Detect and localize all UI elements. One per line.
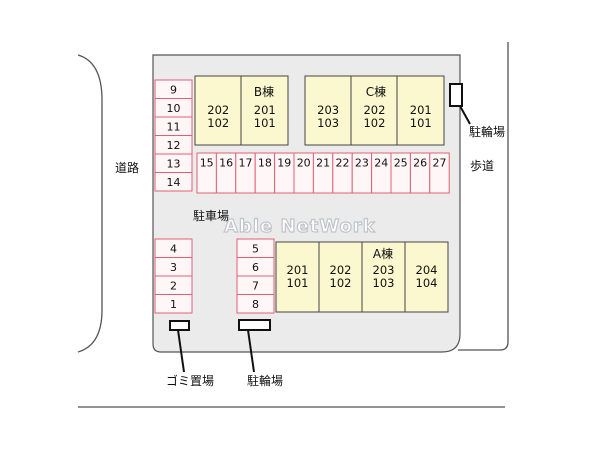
svg-text:9: 9 [170, 83, 177, 96]
parking-slot-18: 18 [254, 152, 276, 194]
svg-text:8: 8 [252, 298, 259, 311]
svg-text:1: 1 [170, 298, 177, 311]
svg-text:25: 25 [394, 157, 408, 170]
svg-text:16: 16 [219, 157, 233, 170]
parking-label: 駐車場 [193, 208, 229, 223]
garbage-label: ゴミ置場 [166, 373, 214, 388]
svg-text:27: 27 [433, 157, 447, 170]
bike-parking-bottom-leader [247, 329, 255, 373]
parking-slot-4: 4 [154, 238, 193, 258]
building-a-label: A棟 [373, 246, 393, 261]
parking-slots-mid-bottom: 5 6 7 8 [236, 238, 275, 314]
svg-text:14: 14 [167, 176, 181, 189]
building-b-unit-102: 102 [207, 116, 229, 130]
road-label: 道路 [115, 160, 139, 175]
parking-slot-6: 6 [236, 257, 275, 277]
garbage-leader [177, 329, 185, 373]
svg-text:7: 7 [252, 279, 259, 292]
building-a-unit-201: 201 [287, 263, 309, 277]
svg-text:6: 6 [252, 261, 259, 274]
building-c-label: C棟 [366, 84, 386, 99]
parking-slot-22: 22 [332, 152, 353, 194]
building-a-unit-202: 202 [330, 263, 352, 277]
svg-text:10: 10 [167, 102, 181, 115]
building-b-unit-201: 201 [254, 103, 276, 117]
svg-text:26: 26 [413, 157, 427, 170]
svg-text:18: 18 [258, 157, 272, 170]
parking-slots-row: 15 16 17 18 19 20 21 22 23 24 25 26 27 [196, 152, 450, 194]
parking-slot-2: 2 [154, 275, 193, 295]
parking-slot-24: 24 [371, 152, 392, 194]
svg-text:4: 4 [170, 242, 177, 255]
parking-slots-left-top: 9 10 11 12 13 14 [154, 79, 193, 192]
svg-text:17: 17 [239, 157, 253, 170]
parking-slot-8: 8 [236, 294, 275, 314]
parking-slot-9: 9 [154, 79, 193, 99]
parking-slot-7: 7 [236, 275, 275, 295]
building-b-unit-202: 202 [207, 103, 229, 117]
parking-slot-5: 5 [236, 238, 275, 258]
parking-slot-15: 15 [196, 152, 217, 194]
svg-text:13: 13 [167, 157, 181, 170]
building-a-unit-204: 204 [416, 263, 438, 277]
parking-slot-27: 27 [429, 152, 450, 194]
parking-slot-12: 12 [154, 135, 193, 155]
svg-text:3: 3 [170, 261, 177, 274]
svg-text:23: 23 [355, 157, 369, 170]
bike-parking-right-label: 駐輪場 [469, 124, 505, 139]
building-b-label: B棟 [254, 84, 274, 99]
building-a-unit-104: 104 [416, 276, 438, 290]
building-c-unit-102: 102 [363, 116, 385, 130]
parking-slot-10: 10 [154, 98, 193, 118]
parking-slot-23: 23 [351, 152, 373, 194]
parking-slot-11: 11 [154, 116, 193, 136]
parking-slot-17: 17 [235, 152, 256, 194]
svg-text:22: 22 [336, 157, 350, 170]
bike-parking-right-leader [459, 105, 471, 125]
svg-text:12: 12 [167, 139, 181, 152]
parking-slot-25: 25 [390, 152, 411, 194]
sidewalk-label: 歩道 [470, 158, 494, 173]
parking-slot-14: 14 [154, 172, 193, 192]
building-a-unit-101: 101 [287, 276, 309, 290]
road-left-boundary [77, 54, 103, 353]
building-c-unit-101: 101 [410, 116, 432, 130]
svg-text:15: 15 [200, 157, 214, 170]
parking-slots-left-bottom: 4 3 2 1 [154, 238, 193, 314]
svg-text:11: 11 [167, 120, 181, 133]
parking-slot-20: 20 [293, 152, 314, 194]
building-c-unit-203: 203 [317, 103, 339, 117]
parking-slot-19: 19 [274, 152, 295, 194]
building-a-unit-103: 103 [373, 276, 395, 290]
parking-slot-16: 16 [215, 152, 237, 194]
road-right-boundary [458, 42, 509, 351]
building-c-unit-202: 202 [363, 103, 385, 117]
svg-text:24: 24 [374, 157, 388, 170]
building-b-unit-101: 101 [254, 116, 276, 130]
watermark: Able NetWork [224, 216, 376, 237]
parking-slot-1: 1 [154, 294, 193, 314]
building-a-unit-203: 203 [373, 263, 395, 277]
building-c-unit-103: 103 [317, 116, 339, 130]
parking-slot-3: 3 [154, 257, 193, 277]
garbage-area [169, 320, 190, 331]
bike-parking-right-area [449, 83, 463, 107]
svg-text:2: 2 [170, 279, 177, 292]
svg-text:5: 5 [252, 242, 259, 255]
building-c-footprint [304, 75, 445, 146]
parking-slot-13: 13 [154, 153, 193, 173]
svg-text:19: 19 [277, 157, 291, 170]
parking-slot-21: 21 [312, 152, 334, 194]
building-c-unit-201: 201 [410, 103, 432, 117]
svg-text:21: 21 [316, 157, 330, 170]
parking-slot-26: 26 [409, 152, 431, 194]
building-a-unit-102: 102 [330, 276, 352, 290]
svg-text:20: 20 [297, 157, 311, 170]
bike-parking-bottom-label: 駐輪場 [247, 373, 283, 388]
bike-parking-bottom-area [238, 319, 271, 331]
